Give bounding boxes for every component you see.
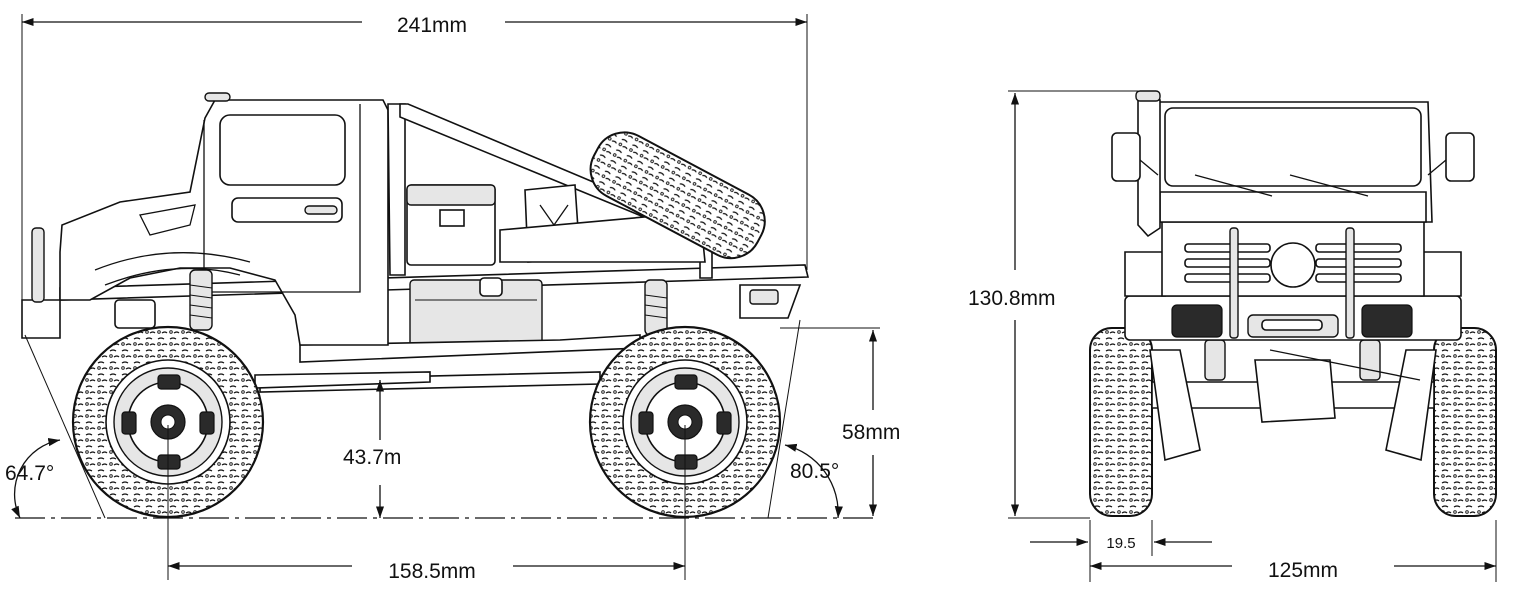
right-wiper: [1289, 174, 1369, 197]
differential: [1254, 359, 1336, 423]
windshield: [1164, 107, 1422, 187]
right-mirror: [1445, 132, 1475, 182]
battery-box: [409, 279, 543, 349]
front-wheel: [71, 325, 265, 519]
front-shock: [189, 269, 213, 331]
front-left-tire: [1089, 327, 1153, 517]
left-mirror: [1111, 132, 1141, 182]
bumper-height-label: 58mm: [842, 421, 900, 444]
right-fog-light: [1361, 304, 1413, 338]
overall-height-dimension: 130.8mm: [968, 90, 1150, 519]
departure-angle-label: 80.5°: [790, 460, 839, 483]
approach-angle-label: 64.7°: [5, 462, 54, 485]
ground-clearance-dimension: 43.7m: [343, 380, 401, 518]
front-right-tire: [1433, 327, 1497, 517]
wheelbase-label: 158.5mm: [388, 560, 476, 583]
rear-shock: [644, 279, 668, 336]
left-wiper: [1194, 174, 1273, 197]
grille-emblem: [1270, 242, 1316, 288]
overall-length-dimension: 241mm: [21, 14, 808, 312]
grille-slats: [1184, 243, 1402, 283]
departure-angle-dimension: 80.5°: [767, 319, 843, 519]
approach-angle-dimension: 64.7°: [5, 334, 106, 519]
side-view: 241mm: [5, 14, 900, 583]
overall-height-label: 130.8mm: [968, 287, 1056, 310]
left-fog-light: [1171, 304, 1223, 338]
front-view: 130.8mm: [968, 90, 1497, 582]
track-width-dimension: 125mm: [1090, 520, 1497, 582]
cab-window: [219, 114, 346, 186]
ground-clearance-label: 43.7m: [343, 446, 401, 469]
tire-width-label: 19.5: [1106, 535, 1135, 552]
roll-bar: [387, 103, 406, 276]
spare-tire: [589, 131, 766, 260]
wheelbase-dimension: 158.5mm: [167, 425, 686, 583]
rear-wheel: [588, 325, 782, 519]
overall-length-label: 241mm: [397, 14, 467, 37]
bumper-height-dimension: 58mm: [780, 327, 900, 516]
front-bumper: [21, 299, 61, 339]
track-width-label: 125mm: [1268, 559, 1338, 582]
tire-width-dimension: 19.5: [1030, 520, 1212, 582]
